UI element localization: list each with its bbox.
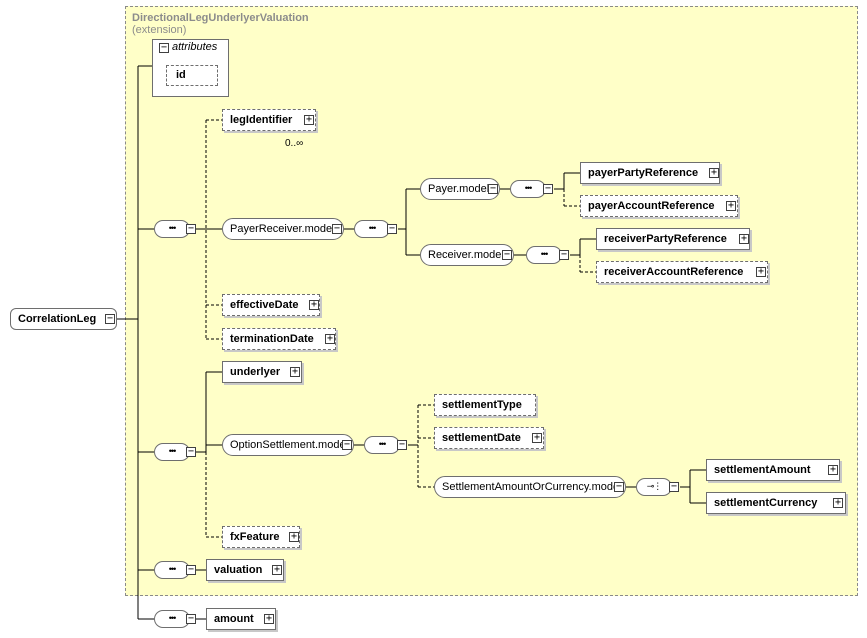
collapse-toggle-icon[interactable]: − — [502, 249, 512, 260]
element-terminationDate: terminationDate — [222, 328, 336, 350]
expand-toggle-icon[interactable]: + — [739, 233, 749, 244]
occurrence-label: 0..∞ — [285, 138, 304, 149]
extension-title: DirectionalLegUnderlyerValuation (extens… — [132, 12, 309, 36]
collapse-toggle-icon[interactable]: − — [186, 613, 196, 624]
sequence-compositor-icon: ••• — [154, 443, 190, 461]
extension-suffix: (extension) — [132, 24, 187, 36]
element-settlementCurrency: settlementCurrency — [706, 492, 846, 514]
element-settlementAmount: settlementAmount — [706, 459, 840, 481]
element-label: payerPartyReference — [588, 167, 699, 179]
collapse-toggle-icon[interactable]: − — [488, 183, 498, 194]
expand-toggle-icon[interactable]: + — [756, 266, 766, 277]
expand-toggle-icon[interactable]: + — [290, 366, 300, 377]
element-label: underlyer — [230, 366, 281, 378]
element-amount: amount — [206, 608, 276, 630]
element-settlementDate: settlementDate — [434, 427, 544, 449]
group-optionsettlement-model: OptionSettlement.model — [222, 434, 354, 456]
collapse-toggle-icon[interactable]: − — [332, 223, 342, 234]
expand-toggle-icon[interactable]: + — [325, 333, 335, 344]
element-label: valuation — [214, 564, 263, 576]
element-label: legIdentifier — [230, 114, 293, 126]
element-fxFeature: fxFeature — [222, 526, 300, 548]
group-label: Receiver.model — [428, 249, 504, 261]
sequence-compositor-icon: ••• — [154, 220, 190, 238]
expand-toggle-icon[interactable]: + — [309, 299, 319, 310]
element-legIdentifier: legIdentifier — [222, 109, 316, 131]
element-payerAccountReference: payerAccountReference — [580, 195, 738, 217]
root-label: CorrelationLeg — [18, 313, 97, 325]
element-label: settlementDate — [442, 432, 521, 444]
group-label: OptionSettlement.model — [230, 439, 349, 451]
element-label: settlementAmount — [714, 464, 811, 476]
sequence-compositor-icon: ••• — [354, 220, 390, 238]
sequence-compositor-icon: ••• — [364, 436, 400, 454]
collapse-toggle-icon[interactable]: − — [342, 439, 352, 450]
element-label: amount — [214, 613, 254, 625]
attribute-id: id — [166, 65, 218, 86]
expand-toggle-icon[interactable]: + — [726, 200, 736, 211]
element-label: settlementCurrency — [714, 497, 818, 509]
collapse-toggle-icon[interactable]: − — [159, 42, 169, 53]
element-label: payerAccountReference — [588, 200, 715, 212]
element-effectiveDate: effectiveDate — [222, 294, 320, 316]
sequence-compositor-icon: ••• — [510, 180, 546, 198]
element-settlementType: settlementType — [434, 394, 536, 416]
element-label: effectiveDate — [230, 299, 299, 311]
group-payerreceiver-model: PayerReceiver.model — [222, 218, 344, 240]
expand-toggle-icon[interactable]: + — [304, 114, 314, 125]
element-label: receiverAccountReference — [604, 266, 744, 278]
collapse-toggle-icon[interactable]: − — [105, 313, 115, 324]
choice-compositor-icon: ⊸⋮ — [636, 478, 672, 496]
group-payer-model: Payer.model — [420, 178, 500, 200]
collapse-toggle-icon[interactable]: − — [559, 249, 569, 260]
collapse-toggle-icon[interactable]: − — [186, 223, 196, 234]
expand-toggle-icon[interactable]: + — [828, 464, 838, 475]
sequence-compositor-icon: ••• — [526, 246, 562, 264]
element-valuation: valuation — [206, 559, 284, 581]
collapse-toggle-icon[interactable]: − — [614, 481, 624, 492]
sequence-compositor-icon: ••• — [154, 610, 190, 628]
element-label: fxFeature — [230, 531, 280, 543]
collapse-toggle-icon[interactable]: − — [186, 446, 196, 457]
group-settlementamountorcurrency-model: SettlementAmountOrCurrency.model — [434, 476, 626, 498]
element-payerPartyReference: payerPartyReference — [580, 162, 720, 184]
group-label: SettlementAmountOrCurrency.model — [442, 481, 622, 493]
expand-toggle-icon[interactable]: + — [709, 167, 719, 178]
root-element: CorrelationLeg — [10, 308, 117, 330]
collapse-toggle-icon[interactable]: − — [543, 183, 553, 194]
collapse-toggle-icon[interactable]: − — [669, 481, 679, 492]
collapse-toggle-icon[interactable]: − — [186, 564, 196, 575]
expand-toggle-icon[interactable]: + — [289, 531, 299, 542]
collapse-toggle-icon[interactable]: − — [397, 439, 407, 450]
element-receiverPartyReference: receiverPartyReference — [596, 228, 750, 250]
element-receiverAccountReference: receiverAccountReference — [596, 261, 768, 283]
collapse-toggle-icon[interactable]: − — [387, 223, 397, 234]
element-underlyer: underlyer — [222, 361, 302, 383]
sequence-compositor-icon: ••• — [154, 561, 190, 579]
expand-toggle-icon[interactable]: + — [532, 432, 542, 443]
expand-toggle-icon[interactable]: + — [264, 613, 274, 624]
element-label: settlementType — [442, 399, 522, 411]
expand-toggle-icon[interactable]: + — [833, 497, 843, 508]
attributes-label: attributes — [172, 41, 218, 53]
group-label: PayerReceiver.model — [230, 223, 335, 235]
group-receiver-model: Receiver.model — [420, 244, 514, 266]
group-label: Payer.model — [428, 183, 490, 195]
extension-name: DirectionalLegUnderlyerValuation — [132, 12, 309, 24]
expand-toggle-icon[interactable]: + — [272, 564, 282, 575]
element-label: terminationDate — [230, 333, 314, 345]
element-label: receiverPartyReference — [604, 233, 727, 245]
